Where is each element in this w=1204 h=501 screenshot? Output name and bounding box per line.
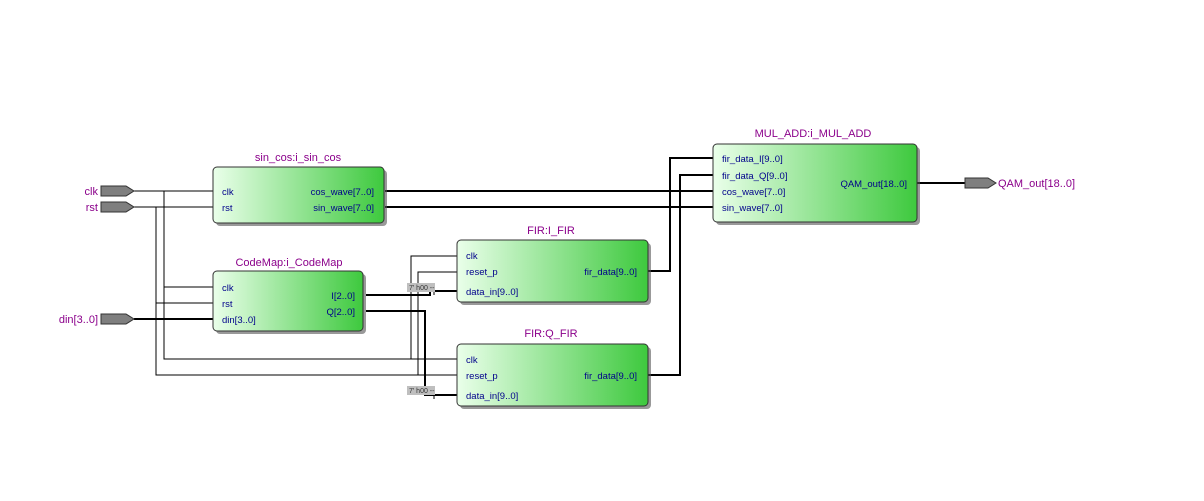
block-title: MUL_ADD:i_MUL_ADD	[755, 128, 872, 140]
port-fir-data-i[interactable]: fir_data_I[9..0]	[722, 154, 783, 165]
block-fir-q[interactable]: FIR:Q_FIR clk reset_p data_in[9..0] fir_…	[456, 328, 651, 409]
const-pad-q-label: 7' h00 --	[409, 388, 435, 395]
input-pin-rst-icon	[100, 201, 135, 213]
clk-net[interactable]	[134, 190, 457, 360]
block-title: CodeMap:i_CodeMap	[235, 257, 342, 269]
block-sin-cos[interactable]: sin_cos:i_sin_cos clk rst cos_wave[7..0]…	[212, 152, 387, 226]
i-data-bus[interactable]	[366, 290, 457, 296]
input-pin-clk-icon	[100, 185, 135, 197]
port-reset[interactable]: reset_p	[466, 267, 498, 278]
port-fir-data-q[interactable]: fir_data_Q[9..0]	[722, 171, 787, 182]
port-sin-wave[interactable]: sin_wave[7..0]	[313, 203, 374, 214]
pin-label-rst: rst	[86, 202, 98, 214]
const-pad-q: 7' h00 --	[407, 386, 435, 395]
block-body	[712, 143, 918, 223]
port-rst[interactable]: rst	[222, 203, 233, 214]
port-fir-data[interactable]: fir_data[9..0]	[584, 371, 637, 382]
block-body	[456, 343, 649, 407]
port-rst[interactable]: rst	[222, 299, 233, 310]
port-clk[interactable]: clk	[222, 283, 234, 294]
input-pin-clk[interactable]: clk	[85, 185, 135, 198]
input-pin-din-icon	[100, 313, 135, 325]
block-fir-i[interactable]: FIR:I_FIR clk reset_p data_in[9..0] fir_…	[456, 225, 651, 305]
block-mul-add[interactable]: MUL_ADD:i_MUL_ADD fir_data_I[9..0] fir_d…	[712, 128, 920, 225]
port-reset[interactable]: reset_p	[466, 371, 498, 382]
pin-label-qam-out: QAM_out[18..0]	[998, 178, 1075, 190]
input-pin-rst[interactable]: rst	[86, 201, 135, 214]
output-pin-qam-out-icon	[964, 177, 997, 189]
block-title: sin_cos:i_sin_cos	[255, 152, 342, 164]
block-title: FIR:Q_FIR	[524, 328, 577, 340]
rst-net[interactable]	[134, 206, 457, 376]
block-body	[212, 270, 364, 332]
block-body	[212, 166, 385, 224]
port-data-in[interactable]: data_in[9..0]	[466, 391, 518, 402]
output-pin-qam-out[interactable]: QAM_out[18..0]	[964, 177, 1075, 190]
port-fir-data[interactable]: fir_data[9..0]	[584, 267, 637, 278]
port-clk[interactable]: clk	[466, 251, 478, 262]
port-cos-wave[interactable]: cos_wave[7..0]	[722, 187, 785, 198]
const-pad-i: 7' h00 --	[407, 283, 435, 292]
port-din[interactable]: din[3..0]	[222, 315, 256, 326]
wires	[134, 157, 965, 399]
port-sin-wave[interactable]: sin_wave[7..0]	[722, 203, 783, 214]
port-clk[interactable]: clk	[222, 187, 234, 198]
port-q-out[interactable]: Q[2..0]	[326, 307, 355, 318]
block-codemap[interactable]: CodeMap:i_CodeMap clk rst din[3..0] I[2.…	[212, 257, 366, 334]
fir-q-bus[interactable]	[648, 174, 713, 376]
const-pad-i-box	[407, 283, 435, 292]
block-title: FIR:I_FIR	[527, 225, 575, 237]
port-i-out[interactable]: I[2..0]	[331, 291, 355, 302]
q-data-bus[interactable]	[366, 310, 457, 396]
block-body	[456, 239, 649, 303]
pin-label-clk: clk	[85, 186, 99, 198]
port-clk[interactable]: clk	[466, 355, 478, 366]
const-pad-q-box	[407, 386, 435, 395]
input-pin-din[interactable]: din[3..0]	[59, 313, 135, 326]
port-data-in[interactable]: data_in[9..0]	[466, 287, 518, 298]
const-pad-i-label: 7' h00 --	[409, 285, 435, 292]
pin-label-din: din[3..0]	[59, 314, 98, 326]
port-qam-out[interactable]: QAM_out[18..0]	[840, 179, 907, 190]
fir-i-bus[interactable]	[648, 157, 713, 272]
port-cos-wave[interactable]: cos_wave[7..0]	[311, 187, 374, 198]
